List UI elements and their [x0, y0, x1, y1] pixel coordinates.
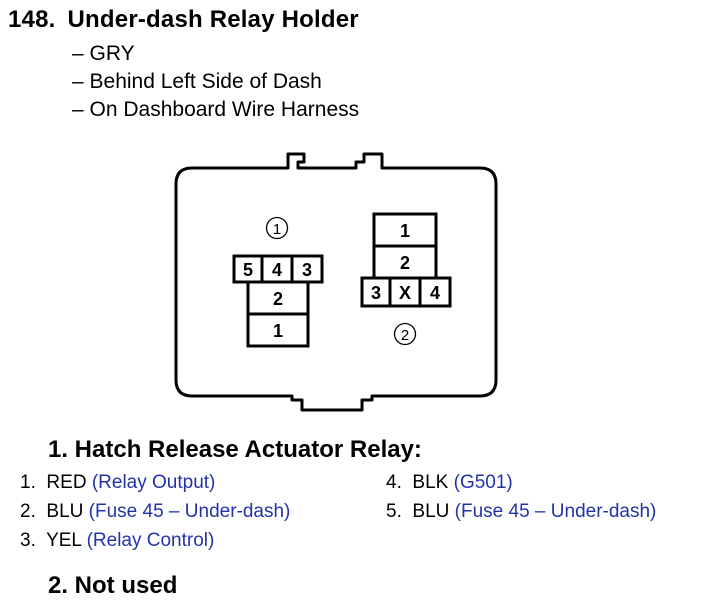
relay1-socket: 5 4 3 2 1 [232, 254, 324, 348]
relay1-pin-5: 5 [232, 254, 264, 284]
relay1-pin-4: 4 [260, 254, 294, 284]
pin-list-item: 4. BLK (G501) [386, 472, 513, 493]
relay2-socket: 1 2 3 X 4 [360, 212, 452, 308]
svg-text:2: 2 [401, 327, 409, 344]
section-1-title: 1. Hatch Release Actuator Relay: [48, 436, 422, 463]
relay2-pin-2: 2 [372, 244, 438, 280]
relay-holder-housing [174, 152, 498, 412]
svg-text:2: 2 [273, 289, 283, 309]
connector-name: Under-dash Relay Holder [67, 6, 359, 33]
section-2-title: 2. Not used [48, 572, 178, 599]
relay1-label: 1 [265, 216, 289, 240]
svg-text:1: 1 [273, 321, 283, 341]
svg-text:2: 2 [400, 253, 410, 273]
relay2-pin-4: 4 [418, 276, 452, 308]
svg-text:4: 4 [272, 260, 282, 280]
svg-text:5: 5 [243, 260, 253, 280]
svg-text:3: 3 [302, 260, 312, 280]
relay1-pin-2: 2 [246, 280, 310, 316]
relay2-pin-x: X [388, 276, 422, 308]
pin-list-item: 1. RED (Relay Output) [20, 472, 216, 493]
relay2-pin-3: 3 [360, 276, 392, 308]
connector-number: 148. [8, 6, 56, 33]
svg-text:4: 4 [430, 283, 440, 303]
detail-location: – Behind Left Side of Dash [72, 70, 322, 93]
svg-text:3: 3 [371, 283, 381, 303]
relay1-pin-3: 3 [290, 254, 324, 284]
svg-text:X: X [399, 283, 411, 303]
svg-text:1: 1 [400, 221, 410, 241]
connector-title: 148. Under-dash Relay Holder [8, 6, 359, 34]
relay1-pin-1: 1 [246, 312, 310, 348]
pin-list-item: 2. BLU (Fuse 45 – Under-dash) [20, 501, 291, 522]
detail-color: – GRY [72, 42, 135, 65]
svg-text:1: 1 [273, 221, 281, 238]
relay2-label: 2 [393, 322, 417, 346]
relay2-pin-1: 1 [372, 212, 438, 248]
pin-list-item: 5. BLU (Fuse 45 – Under-dash) [386, 501, 657, 522]
pin-list-item: 3. YEL (Relay Control) [20, 530, 215, 551]
detail-harness: – On Dashboard Wire Harness [72, 98, 360, 121]
